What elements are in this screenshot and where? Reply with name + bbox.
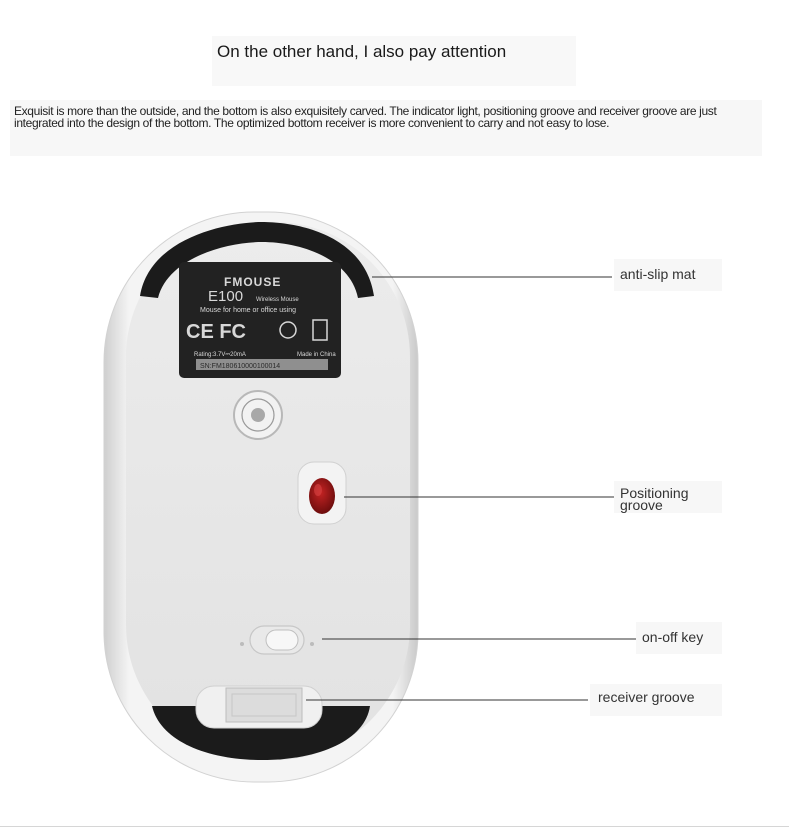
callout-on-off-key: on-off key	[642, 629, 704, 645]
power-switch-knob	[265, 629, 299, 651]
callout-anti-slip-mat: anti-slip mat	[620, 266, 696, 282]
callout-box-positioning	[614, 481, 722, 513]
label-model: E100	[208, 288, 243, 305]
page-heading: On the other hand, I also pay attention	[217, 42, 507, 61]
heading-background	[212, 36, 576, 86]
label-serial: SN:FM180610000100014	[200, 363, 280, 370]
product-label-plate	[179, 262, 341, 378]
callout-positioning-line1: Positioning	[620, 485, 689, 501]
weee-bin-icon	[312, 319, 328, 341]
callout-box-anti-slip	[614, 259, 722, 291]
recycle-icon	[279, 321, 297, 339]
label-origin: Made in China	[297, 352, 336, 358]
callout-positioning-line2: groove	[620, 497, 663, 513]
label-type: Wireless Mouse	[256, 297, 299, 303]
label-certs: CE FC	[186, 321, 246, 343]
callout-box-receiver	[590, 684, 722, 716]
optical-sensor	[309, 478, 335, 514]
callout-receiver-groove: receiver groove	[598, 689, 695, 705]
label-use: Mouse for home or office using	[200, 307, 296, 314]
usb-receiver	[225, 687, 303, 723]
callout-box-on-off	[636, 622, 722, 654]
serial-bar	[196, 359, 328, 370]
label-brand: FMOUSE	[224, 275, 281, 289]
description-text: Exquisit is more than the outside, and t…	[14, 104, 717, 130]
anti-slip-pad-top	[140, 222, 374, 298]
bottom-divider	[0, 826, 789, 827]
description-background	[10, 100, 762, 156]
label-rating: Rating:3.7V⎓20mA	[194, 352, 246, 358]
